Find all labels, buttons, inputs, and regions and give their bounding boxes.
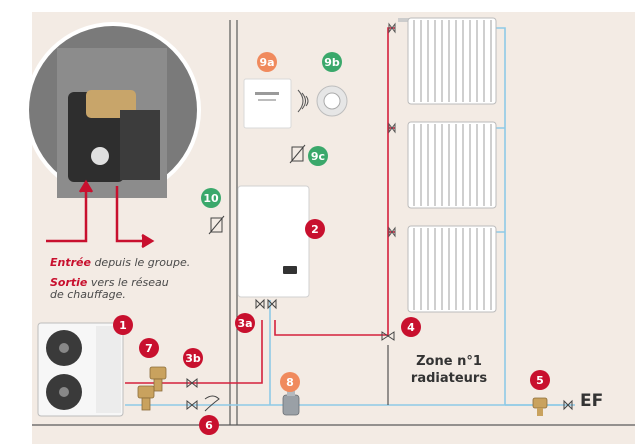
badge-9c: 9c [308,146,328,166]
badge-1: 1 [113,315,133,335]
heat-pump-outdoor-unit [38,323,123,416]
badge-5: 5 [530,370,550,390]
badge-4: 4 [401,317,421,337]
badge-label: 3a [237,317,252,330]
badge-8: 8 [280,372,300,392]
control-panel [244,79,291,128]
badge-10: 10 [201,188,221,208]
module-display [283,266,297,274]
indoor-module [238,186,309,297]
badge-label: 5 [536,374,544,387]
badge-label: 10 [203,192,219,205]
badge-label: 9c [311,150,325,163]
entree-rest: depuis le groupe. [91,256,190,269]
zone-label: Zone n°1 radiateurs [394,353,504,387]
badge-3a: 3a [235,313,255,333]
badge-3b: 3b [183,348,203,368]
zone-line1: Zone n°1 [394,353,504,370]
badge-9a: 9a [257,52,277,72]
badge-label: 7 [145,342,153,355]
entree-note: Entrée depuis le groupe. [50,257,190,269]
badge-label: 4 [407,321,415,334]
entree-strong: Entrée [50,256,91,269]
badge-label: 1 [119,319,127,332]
badge-label: 9b [324,56,340,69]
radiator-1 [398,18,496,104]
zone-line2: radiateurs [394,370,504,387]
badge-6: 6 [199,415,219,435]
badge-label: 3b [185,352,201,365]
sortie-line2: de chauffage. [50,288,126,301]
badge-label: 6 [205,419,213,432]
badge-9b: 9b [322,52,342,72]
photo-inset [25,22,201,198]
badge-label: 2 [311,223,319,236]
radiator-3 [408,226,496,312]
badge-7: 7 [139,338,159,358]
badge-2: 2 [305,219,325,239]
ef-label: EF [580,391,603,411]
badge-label: 8 [286,376,294,389]
radiator-2 [408,122,496,208]
badge-label: 9a [259,56,274,69]
sortie-note: Sortie vers le réseau de chauffage. [50,277,169,301]
